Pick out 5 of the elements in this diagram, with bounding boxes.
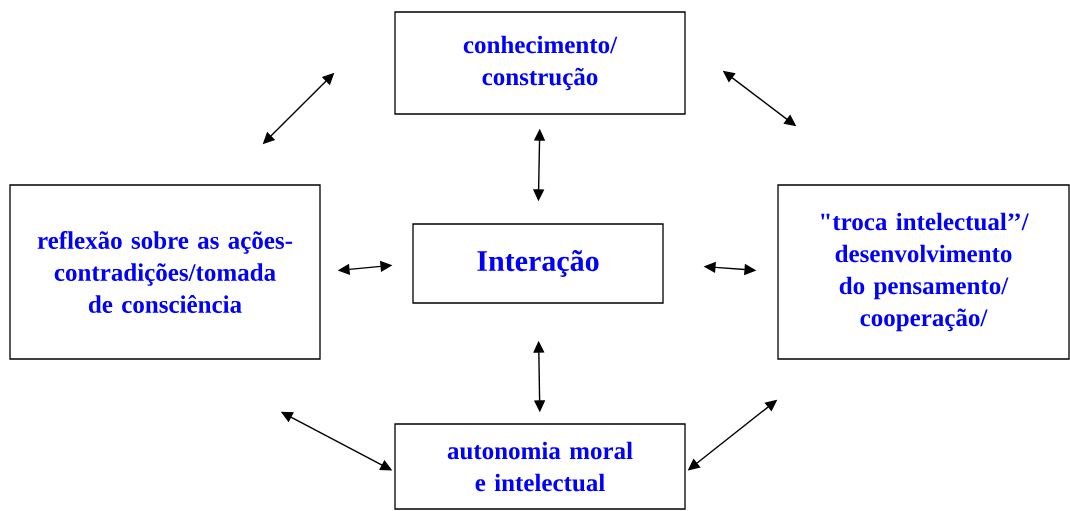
concept-box: reflexão sobre as ações- contradições/tomada de consciência bbox=[9, 184, 321, 360]
concept-box: conhecimento/ construção bbox=[394, 11, 686, 115]
concept-box: autonomia moral e intelectual bbox=[394, 423, 686, 510]
center-box: Interação bbox=[412, 223, 664, 304]
concept-box: "troca intelectual’’/ desenvolvimento do pensamento/ cooperação/ bbox=[777, 184, 1070, 360]
